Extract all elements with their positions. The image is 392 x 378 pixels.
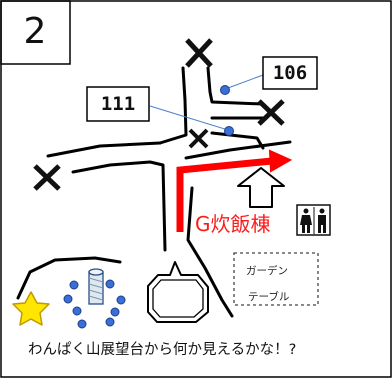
blocked-x-icon: [185, 38, 213, 68]
road-south-west: [16, 256, 122, 300]
observation-platform: [147, 261, 209, 323]
map-caption: わんぱく山展望台から何か見えるかな！?: [28, 342, 297, 358]
leader-line-111: [149, 105, 229, 131]
garden-table-box: [233, 252, 319, 306]
site-marker-106: [220, 85, 230, 95]
road-west-upper: [46, 141, 162, 158]
site-marker-111: [224, 126, 234, 136]
site-111-box: [86, 86, 150, 122]
road-vertical-left: [158, 66, 188, 145]
site-106-box: [262, 56, 318, 90]
star-icon: [12, 291, 50, 326]
building-label: G炊飯棟: [195, 212, 271, 236]
road-center-path: [186, 186, 234, 318]
blocked-x-icon: [33, 164, 61, 191]
road-west-lower: [71, 160, 167, 252]
restroom-icon: [296, 204, 331, 236]
site-label-111: 111: [100, 93, 136, 115]
up-arrow-icon: [237, 167, 285, 208]
road-vertical-right: [206, 66, 264, 106]
garden-table-label-line1: ガーデン: [246, 265, 288, 277]
site-label-106: 106: [272, 62, 308, 84]
play-area-dots: [63, 279, 126, 329]
site-markers: [149, 74, 264, 136]
direction-arrow: [176, 149, 293, 232]
leader-line-106: [227, 74, 264, 89]
garden-table-label-line2: テーブル: [248, 291, 290, 303]
blocked-x-icon: [257, 99, 285, 126]
road-east: [184, 140, 292, 160]
blocked-x-icon: [188, 128, 209, 149]
post-icon: [88, 268, 104, 305]
roads: [16, 66, 292, 318]
panel-number-box: [0, 0, 71, 65]
blocked-x-icons: [33, 38, 285, 191]
panel-number: 2: [23, 11, 47, 52]
